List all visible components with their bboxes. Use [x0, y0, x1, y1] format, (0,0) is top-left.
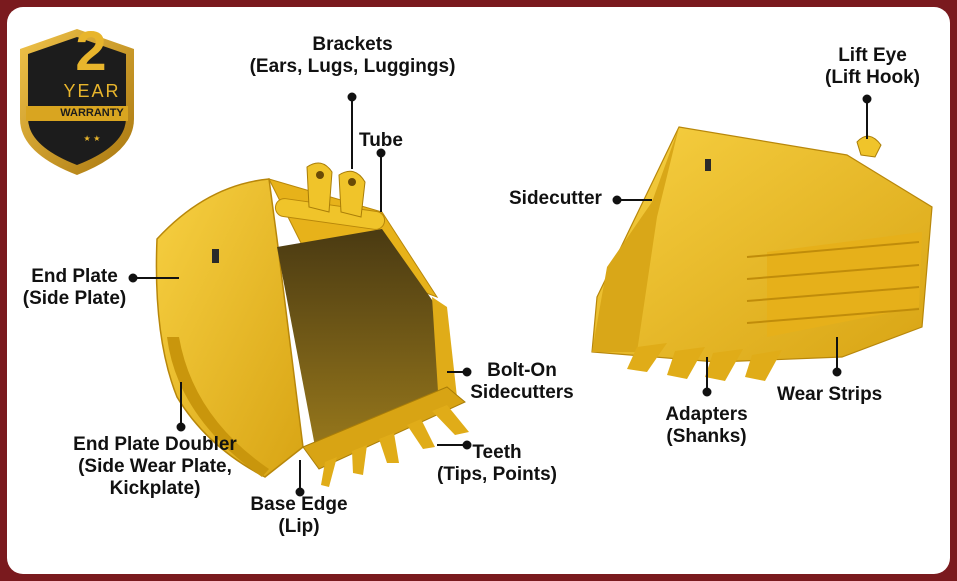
label-base-edge: Base Edge (Lip)	[239, 494, 359, 538]
dot-lift-eye	[864, 96, 871, 103]
side-slot	[212, 249, 219, 263]
dot-doubler	[178, 424, 185, 431]
label-base-edge-line2: (Lip)	[239, 516, 359, 538]
dot-wear-strips	[834, 369, 841, 376]
label-teeth-line1: Teeth	[427, 442, 567, 464]
dot-sidecutter	[614, 197, 621, 204]
label-doubler-line2: (Side Wear Plate,	[50, 456, 260, 478]
lift-eye-shape	[857, 136, 881, 157]
label-end-plate-line2: (Side Plate)	[17, 288, 132, 310]
label-lift-eye-line2: (Lift Hook)	[815, 67, 930, 89]
tooth-5	[432, 405, 469, 435]
label-teeth: Teeth (Tips, Points)	[427, 442, 567, 486]
label-adapters-line2: (Shanks)	[649, 426, 764, 448]
label-doubler-line1: End Plate Doubler	[50, 434, 260, 456]
label-wear-strips-line1: Wear Strips	[777, 384, 882, 406]
diagram-panel: 2 YEAR WARRANTY ★ ★ Brackets (Ears, Lugs…	[7, 7, 950, 574]
right-bucket	[592, 127, 932, 381]
label-adapters: Adapters (Shanks)	[649, 404, 764, 448]
label-brackets-line2: (Ears, Lugs, Luggings)	[230, 56, 475, 78]
right-slot	[705, 159, 711, 171]
badge-number: 2	[59, 21, 123, 81]
label-sidecutter: Sidecutter	[509, 188, 602, 210]
label-tube-line1: Tube	[359, 130, 403, 152]
dot-adapters	[704, 389, 711, 396]
bracket-hole-1	[316, 171, 324, 179]
end-plate-shape	[156, 179, 303, 477]
label-bolt-on-line1: Bolt-On	[462, 360, 582, 382]
label-sidecutter-line1: Sidecutter	[509, 188, 602, 210]
badge-year: YEAR	[41, 81, 143, 101]
label-adapters-line1: Adapters	[649, 404, 764, 426]
label-bolt-on-sidecutters: Bolt-On Sidecutters	[462, 360, 582, 404]
label-end-plate: End Plate (Side Plate)	[17, 266, 132, 310]
label-doubler-line3: Kickplate)	[50, 478, 260, 500]
label-end-plate-line1: End Plate	[17, 266, 132, 288]
label-lift-eye: Lift Eye (Lift Hook)	[815, 45, 930, 89]
label-base-edge-line1: Base Edge	[239, 494, 359, 516]
label-bolt-on-line2: Sidecutters	[462, 382, 582, 404]
badge-stars: ★ ★	[41, 134, 143, 144]
dot-brackets	[349, 94, 356, 101]
label-teeth-line2: (Tips, Points)	[427, 464, 567, 486]
label-brackets: Brackets (Ears, Lugs, Luggings)	[230, 34, 475, 78]
bracket-hole-2	[348, 178, 356, 186]
badge-warranty: WARRANTY	[41, 106, 143, 121]
label-wear-strips: Wear Strips	[777, 384, 882, 406]
label-end-plate-doubler: End Plate Doubler (Side Wear Plate, Kick…	[50, 434, 260, 500]
label-lift-eye-line1: Lift Eye	[815, 45, 930, 67]
label-tube: Tube	[359, 130, 403, 152]
bracket-1	[307, 163, 332, 212]
label-brackets-line1: Brackets	[230, 34, 475, 56]
